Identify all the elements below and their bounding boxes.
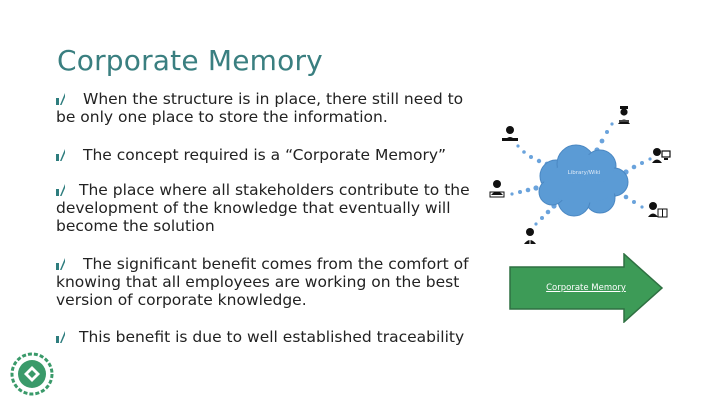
person-laptop-icon [502,126,518,141]
arrow-label: Corporate Memory [546,283,626,293]
person-computer-icon [652,148,671,163]
slide-title: Corporate Memory [57,44,323,77]
organization-logo [10,352,54,396]
checkmark-icon [56,258,65,270]
checkmark-icon [56,331,65,343]
bullet-item-2: The concept required is a “Corporate Mem… [56,146,484,164]
person-worker-icon [618,106,630,124]
bullet-item-4: The significant benefit comes from the c… [56,255,469,309]
person-reading-icon [648,202,668,218]
cloud-label: Library/Wiki [568,170,601,176]
checkmark-icon [56,184,65,196]
bullet-item-5: This benefit is due to well established … [56,328,484,346]
bullet-item-3: The place where all stakeholders contrib… [56,181,470,235]
corporate-memory-arrow: Corporate Memory [509,252,664,324]
checkmark-icon [56,93,65,105]
person-presenter-icon [524,228,536,244]
bullet-item-1: When the structure is in place, there st… [56,90,464,126]
checkmark-icon [56,149,65,161]
person-desk-icon [489,180,505,198]
stakeholder-cloud-diagram: Library/Wiki [484,96,700,256]
cloud-fill [544,149,620,203]
